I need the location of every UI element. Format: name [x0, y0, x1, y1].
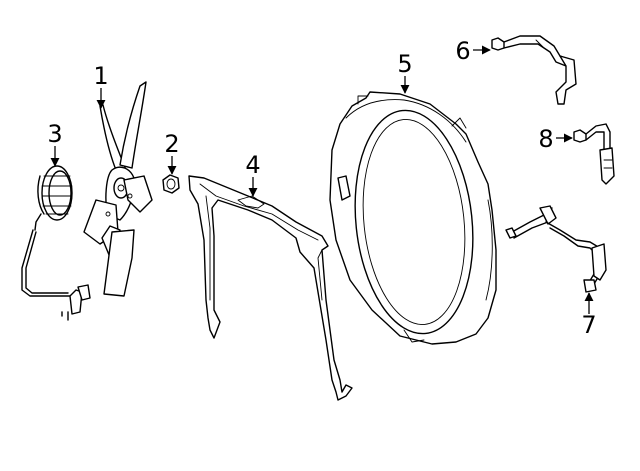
hose-part-7 [505, 205, 607, 293]
fan-clutch-part-3 [21, 165, 91, 321]
hose-part-8 [573, 123, 615, 185]
callout-2: 2 [164, 130, 180, 175]
shroud-frame-part-4 [188, 175, 353, 401]
callout-8: 8 [538, 125, 573, 153]
callout-3: 3 [47, 120, 63, 167]
callout-label: 4 [245, 151, 260, 179]
callout-label: 8 [538, 125, 553, 153]
nut-part-2 [162, 174, 180, 194]
callout-6: 6 [455, 37, 491, 65]
callout-5: 5 [397, 50, 413, 94]
callout-label: 3 [47, 120, 62, 148]
callout-label: 7 [581, 311, 596, 339]
cooling-fan-part-1 [83, 81, 153, 297]
pipe-part-6 [491, 35, 577, 105]
fan-shroud-part-5 [329, 91, 497, 345]
callout-1: 1 [93, 62, 109, 109]
callout-label: 1 [93, 62, 108, 90]
callout-7: 7 [581, 292, 597, 339]
callout-4: 4 [245, 151, 261, 197]
callout-label: 6 [455, 37, 470, 65]
callout-label: 5 [397, 50, 412, 78]
callout-label: 2 [164, 130, 179, 158]
